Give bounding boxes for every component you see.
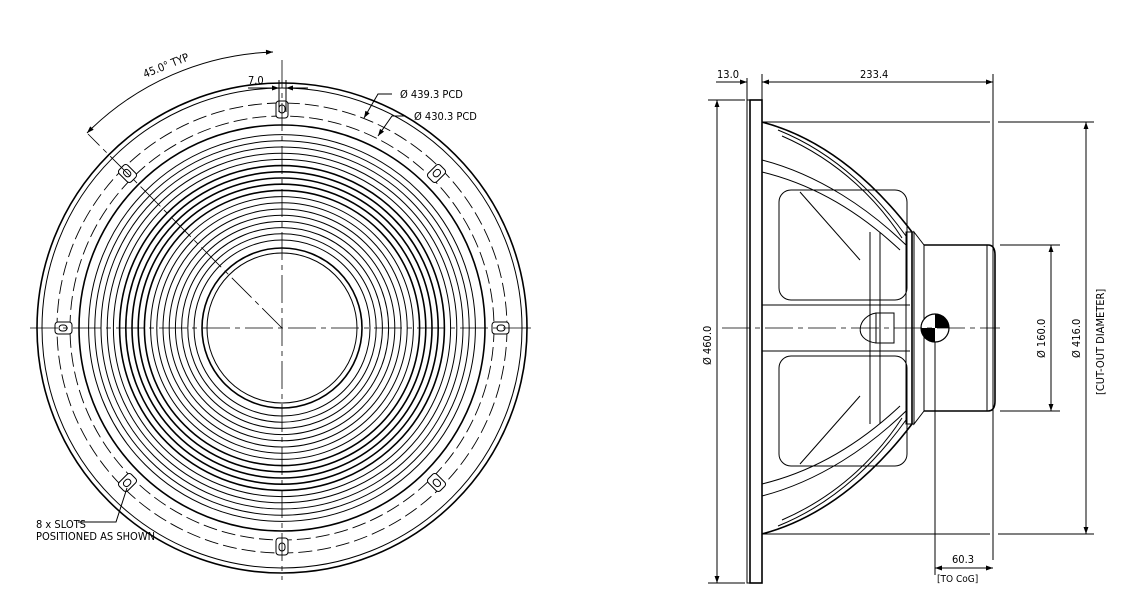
flange [749,99,763,584]
mounting-slot [117,472,138,493]
basket-window-lower [778,355,908,467]
basket-window-upper [778,189,908,301]
slots-note-line1: 8 x SLOTS [36,518,86,531]
side-view: 13.0 233.4 Ø 460.0 Ø 160.0 Ø 416.0 [CUT-… [701,68,1107,585]
angle-reference-line [87,133,283,329]
outer-diameter-label: Ø 460.0 [701,326,714,365]
slots-note-line2: POSITIONED AS SHOWN [36,530,155,543]
flange-thickness-label: 13.0 [717,68,739,81]
front-view: 45.0° TYP 7.0 Ø 439.3 PCD Ø 430.3 PCD 8 … [30,49,535,580]
pcd-inner-label: Ø 430.3 PCD [414,110,477,123]
mounting-slot [426,163,447,184]
mounting-slot [426,472,447,493]
cog-label: 60.3 [952,553,974,566]
cutout-diameter-label: Ø 416.0 [1070,319,1083,358]
pcd-outer-label: Ø 439.3 PCD [400,88,463,101]
center-of-gravity-icon [920,313,950,343]
angle-label: 45.0° TYP [141,51,191,81]
depth-label: 233.4 [860,68,888,81]
magnet-diameter-label: Ø 160.0 [1035,319,1048,358]
cutout-note: [CUT-OUT DIAMETER] [1094,289,1107,395]
angle-dimension-arc [86,49,274,134]
slot-width-label: 7.0 [248,74,264,87]
cog-note: [TO CoG] [937,574,978,585]
